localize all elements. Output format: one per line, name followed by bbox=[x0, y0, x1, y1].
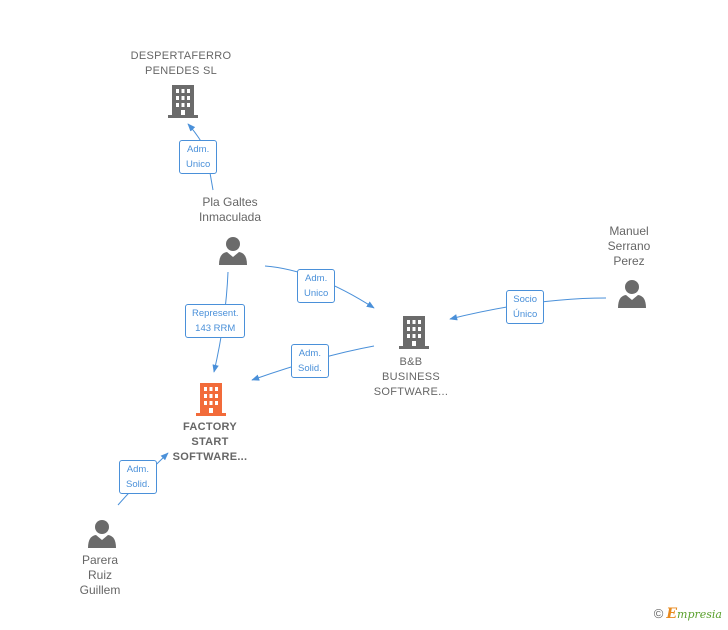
edge-label: Represent. 143 RRM bbox=[185, 304, 246, 338]
building-icon[interactable] bbox=[168, 85, 198, 118]
node-bb[interactable]: B&B BUSINESS SOFTWARE... bbox=[356, 355, 466, 400]
node-label: FACTORY START SOFTWARE... bbox=[172, 421, 248, 463]
person-icon[interactable] bbox=[618, 280, 646, 308]
building-icon[interactable] bbox=[196, 383, 226, 416]
node-parera[interactable]: Parera Ruiz Guillem bbox=[60, 553, 140, 598]
edge-label: Adm. Unico bbox=[179, 140, 218, 174]
edge-label: Adm. Solid. bbox=[119, 460, 157, 494]
node-label: Parera Ruiz Guillem bbox=[79, 553, 121, 597]
edge-label: Socio Único bbox=[506, 290, 545, 324]
building-icon[interactable] bbox=[399, 316, 429, 349]
person-icon[interactable] bbox=[88, 520, 116, 548]
node-pla-galtes[interactable]: Pla Galtes Inmaculada bbox=[170, 195, 290, 225]
brand-name: mpresia bbox=[677, 608, 722, 621]
copyright-symbol: © bbox=[653, 606, 664, 621]
brand-initial: E bbox=[666, 606, 678, 622]
node-despertaferro[interactable]: DESPERTAFERRO PENEDES SL bbox=[111, 49, 251, 79]
person-icon[interactable] bbox=[219, 237, 247, 265]
node-label: B&B BUSINESS SOFTWARE... bbox=[373, 356, 449, 398]
node-label: Pla Galtes Inmaculada bbox=[198, 195, 262, 224]
edge-label: Adm. Solid. bbox=[291, 344, 329, 378]
brand-watermark: ©Empresia bbox=[654, 606, 722, 622]
node-label: Manuel Serrano Perez bbox=[607, 224, 651, 268]
node-manuel[interactable]: Manuel Serrano Perez bbox=[582, 224, 676, 269]
node-factory[interactable]: FACTORY START SOFTWARE... bbox=[150, 420, 270, 465]
edge-label: Adm. Unico bbox=[297, 269, 336, 303]
node-label: DESPERTAFERRO PENEDES SL bbox=[130, 50, 232, 77]
